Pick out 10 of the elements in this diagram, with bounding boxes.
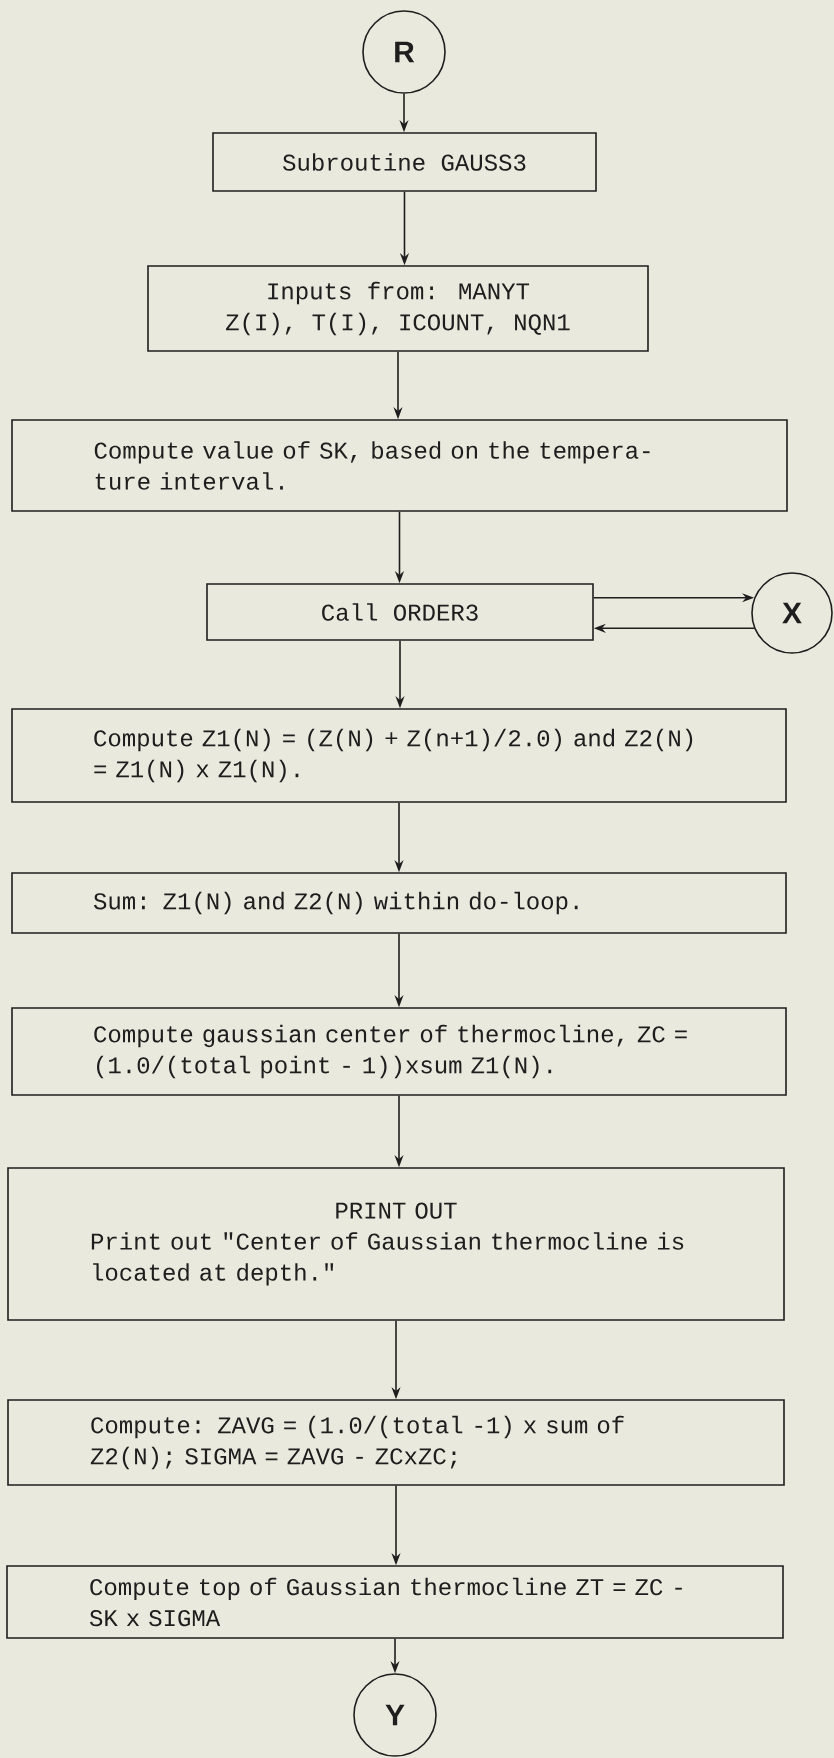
process-box: PRINT OUT Print out "Center of Gaussian thermocline is located at depth." bbox=[7, 1167, 785, 1321]
process-box: Compute gaussian center of thermocline, ZC = (1.0/(total point - 1))xsum Z1(N). bbox=[11, 1007, 787, 1096]
process-box: Subroutine GAUSS3 bbox=[212, 132, 597, 192]
process-box: Inputs from: MANYT Z(I), T(I), ICOUNT, NQN1 bbox=[147, 265, 649, 352]
process-box: Compute top of Gaussian thermocline ZT = ZC - SK x SIGMA bbox=[6, 1565, 784, 1639]
process-box: Compute: ZAVG = (1.0/(total -1) x sum of Z2(N); SIGMA = ZAVG - ZCxZC; bbox=[7, 1399, 785, 1486]
process-box: Call ORDER3 bbox=[206, 583, 594, 641]
process-box: Sum: Z1(N) and Z2(N) within do-loop. bbox=[11, 872, 787, 934]
process-box: Compute Z1(N) = (Z(N) + Z(n+1)/2.0) and Z2(N) = Z1(N) x Z1(N). bbox=[11, 708, 787, 803]
process-box: Compute value of SK, based on the tempera-ture interval. bbox=[11, 419, 788, 512]
